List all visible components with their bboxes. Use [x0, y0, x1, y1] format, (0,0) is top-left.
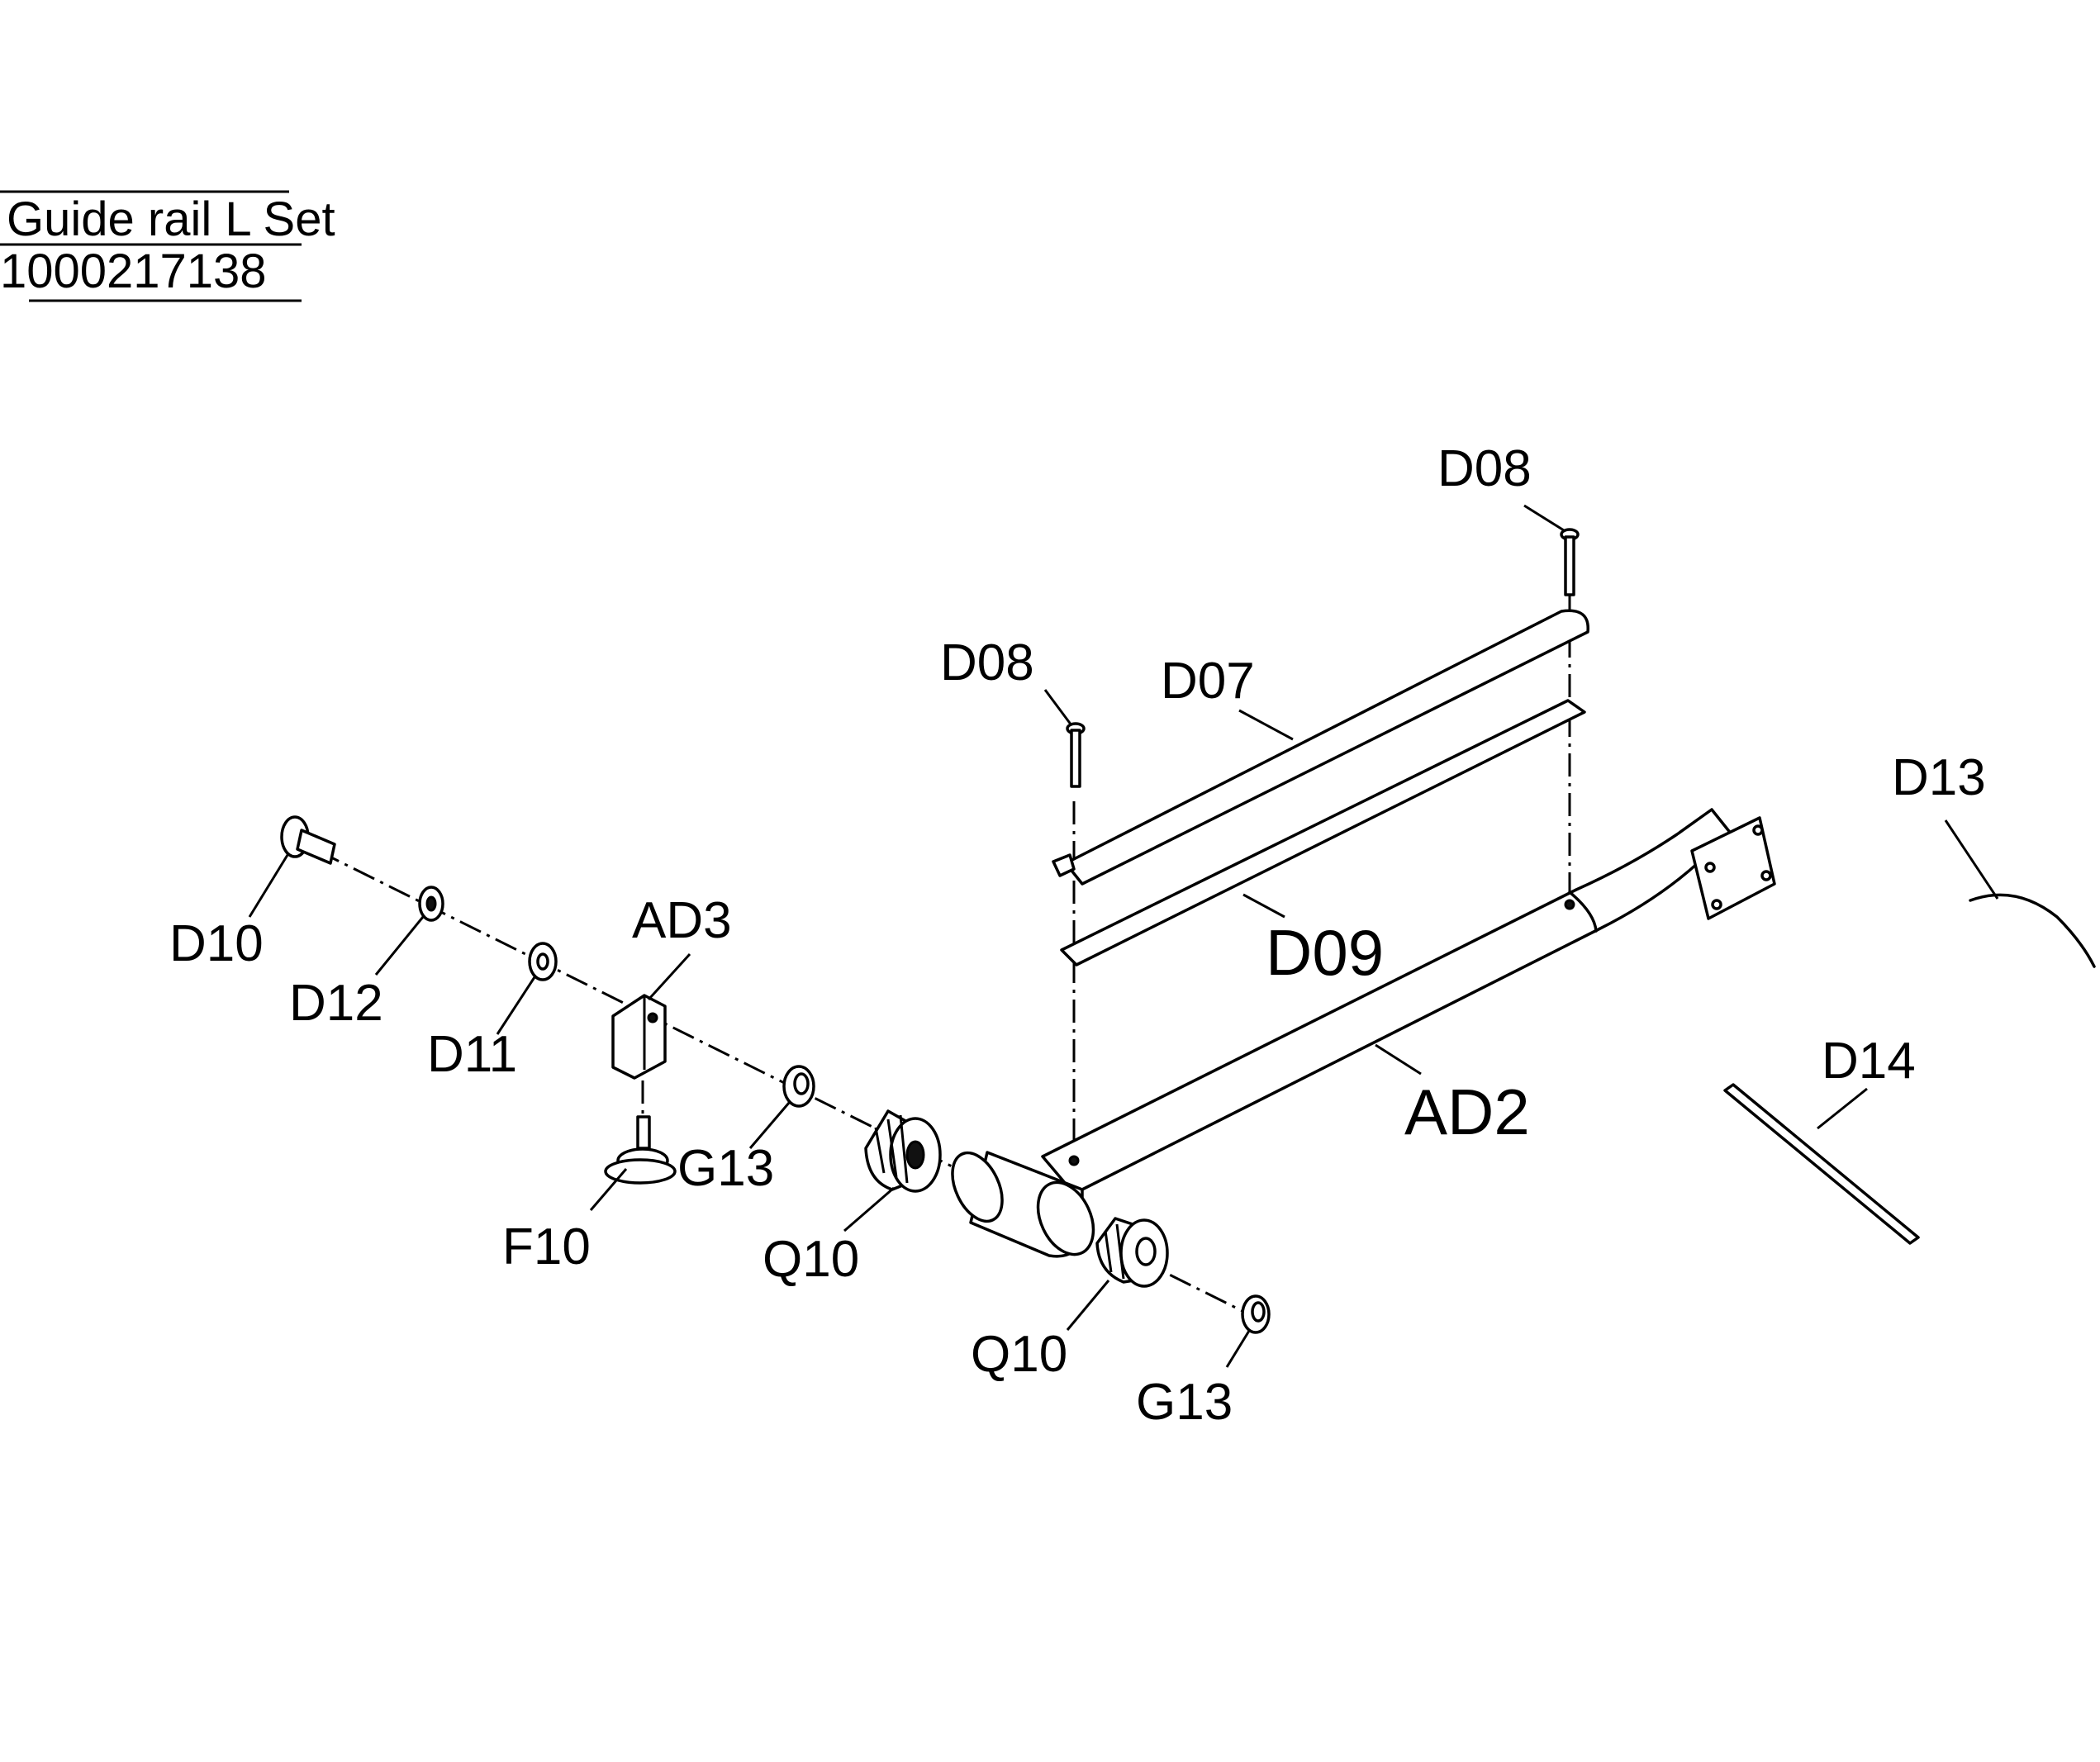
- top-cover-end-clip: [1052, 853, 1076, 877]
- nut-g13-left: [782, 1065, 815, 1108]
- rail-tube-seam: [1568, 890, 1598, 933]
- washer-hole: [425, 895, 437, 912]
- callout-f10: F10: [502, 1218, 591, 1275]
- strip-body: [1060, 699, 1586, 966]
- foot-f10: [604, 1115, 677, 1185]
- callout-g13-right: G13: [1136, 1374, 1233, 1431]
- leader-d13: [1944, 819, 1999, 900]
- leader-g13-left: [748, 1102, 791, 1149]
- callout-d10: D10: [169, 915, 264, 972]
- callout-d08-upper: D08: [1437, 440, 1532, 497]
- callout-d08-lower: D08: [940, 634, 1034, 691]
- sleeve-back: [951, 1151, 1004, 1223]
- plate-hole-2: [1752, 824, 1764, 836]
- leader-d12: [374, 916, 425, 976]
- leader-d09: [1242, 893, 1285, 919]
- leader-d11: [496, 976, 536, 1035]
- nut-g13-right: [1241, 1294, 1271, 1334]
- sleeve-opening: [1036, 1180, 1095, 1256]
- callout-d13: D13: [1892, 749, 1986, 806]
- leader-d10: [248, 854, 289, 918]
- guide-rail-tube-ad2: [1041, 808, 1776, 1195]
- rail-mounting-plate: [1690, 816, 1776, 920]
- leader-d14: [1817, 1087, 1868, 1130]
- rail-hole-right: [1564, 899, 1575, 910]
- washer-hole: [536, 952, 549, 971]
- plate-hole-3: [1711, 899, 1722, 910]
- leader-d08-lower: [1043, 689, 1073, 726]
- bracket-hole: [647, 1012, 658, 1023]
- callout-q10-right: Q10: [971, 1326, 1067, 1383]
- nut-hole: [793, 1072, 810, 1095]
- plate-hole-4: [1760, 870, 1772, 881]
- callout-q10-left: Q10: [763, 1231, 859, 1288]
- rail-tube-body: [1041, 808, 1737, 1195]
- strip-d09: [1060, 699, 1586, 966]
- title-block: Guide rail L Set 1000217138: [0, 190, 335, 302]
- plate-hole-1: [1704, 862, 1716, 873]
- roller-q10-left: [864, 1109, 942, 1193]
- leader-d08-upper: [1523, 504, 1565, 532]
- cable-d13: [1969, 893, 2096, 968]
- assembly-name: Guide rail L Set: [7, 192, 335, 246]
- assembly-part-number: 1000217138: [0, 245, 267, 298]
- nut-hole: [1251, 1301, 1266, 1323]
- roller-hub: [905, 1140, 925, 1170]
- callout-d09: D09: [1266, 916, 1384, 989]
- bracket-ad3: [611, 994, 667, 1080]
- bracket-body: [611, 994, 667, 1080]
- leader-g13-right: [1225, 1330, 1251, 1368]
- callout-g13-left: G13: [677, 1140, 774, 1197]
- callout-labels: D08 D08 D07 D09 D13 D14 AD2 AD3 D10 D12 …: [169, 440, 1986, 1431]
- strip-d14: [1723, 1083, 1920, 1245]
- washer-d12: [418, 886, 444, 922]
- roller-hub: [1135, 1237, 1157, 1266]
- leader-lines: [248, 504, 1999, 1368]
- leader-ad2: [1375, 1043, 1422, 1076]
- leader-q10-right: [1066, 1280, 1110, 1331]
- leader-q10-left: [843, 1186, 895, 1232]
- bolt-shank: [296, 829, 336, 865]
- rail-end-sleeve: [951, 1151, 1095, 1258]
- screw-d08-right: [1560, 528, 1580, 596]
- screw-d08-left: [1066, 722, 1086, 788]
- roller-ribs: [1104, 1223, 1125, 1280]
- callout-d07: D07: [1161, 653, 1255, 710]
- callout-ad3: AD3: [632, 892, 732, 949]
- roller-q10-right: [1095, 1217, 1169, 1288]
- screw-shank: [1564, 535, 1575, 596]
- screw-shank: [1070, 729, 1081, 788]
- leader-f10: [589, 1168, 628, 1211]
- foot-base: [604, 1158, 677, 1185]
- rail-hole-left: [1068, 1155, 1080, 1166]
- callout-d12: D12: [289, 975, 383, 1032]
- top-cover-body: [1064, 609, 1589, 886]
- roller-ribs: [874, 1114, 909, 1184]
- callout-ad2: AD2: [1404, 1076, 1530, 1148]
- leader-ad3: [647, 952, 691, 1001]
- washer-d11: [528, 942, 558, 981]
- leader-d07: [1238, 709, 1294, 741]
- foot-stem: [636, 1115, 651, 1150]
- bolt-d10: [280, 815, 336, 865]
- callout-d11: D11: [427, 1026, 517, 1083]
- callout-d14: D14: [1822, 1033, 1916, 1090]
- top-cover-d07: [1052, 609, 1589, 886]
